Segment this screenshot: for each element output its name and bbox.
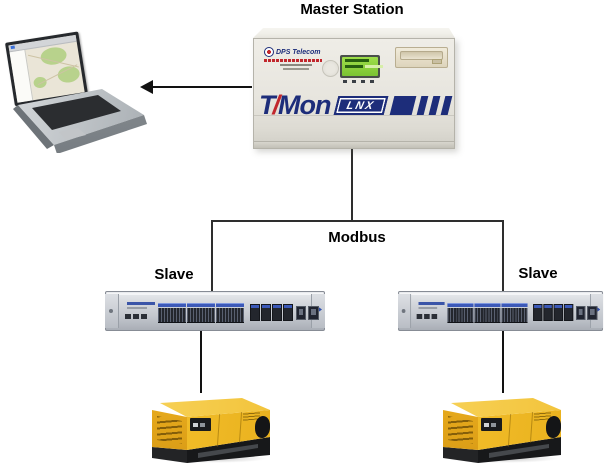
generator-control-panel [481,418,502,431]
rj45-jack [576,306,586,320]
generator-louvers [448,416,473,444]
lcd-button [352,80,356,83]
terminal-block [474,303,501,323]
rack-indicator-leds [416,314,438,319]
port-module [563,304,574,321]
dps-telecom-logo: DPS Telecom [264,47,328,70]
lcd-button [343,80,347,83]
port-module [553,304,563,321]
master-top-face [253,28,455,38]
terminal-block [501,303,528,323]
rack-logo-subtext [418,307,438,309]
master-to-laptop-arrow-shaft [150,86,252,88]
bus-to-slave-right-line [502,220,504,292]
master-to-laptop-arrowhead-icon [140,80,153,94]
generator-control-panel [190,418,211,431]
dps-brand-text: DPS Telecom [276,48,321,56]
screw-icon [109,309,113,313]
terminal-block [447,303,474,323]
master-station-device: DPS Telecom T/Mon [253,28,455,149]
tmon-logo-text: Mon [278,90,331,120]
rack-logo-strip [418,302,445,305]
bus-to-slave-left-line [211,220,213,292]
rack-indicator-leds [125,314,147,319]
generator-top-panel [451,398,561,417]
map-toolbar [8,34,77,53]
map-app-icon [10,45,15,50]
slave-right-label: Slave [518,265,558,282]
rack-logo-strip [127,302,155,305]
chassis-base [254,141,454,148]
map-side-panel [9,49,34,103]
rj45-jack [296,306,306,320]
modbus-bus-label: Modbus [328,229,386,246]
lcd-display [340,55,380,78]
generator-right [441,392,563,464]
logo-stripe [416,96,429,115]
logo-stripe [389,96,417,115]
port-module [543,304,553,321]
rack-highlight [399,293,602,295]
port-module [250,304,260,321]
lcd-screen [342,57,378,76]
dps-logo-row: DPS Telecom [264,47,328,57]
port-module [533,304,543,321]
embossed-seal [322,60,339,77]
slave-device-left [105,291,325,331]
dps-web-text-strip [283,68,309,70]
logo-stripe [440,96,453,115]
port-module [261,304,271,321]
rj45-jack [587,306,598,320]
port-module [272,304,282,321]
map-application-screen [8,34,85,103]
dps-globe-icon [264,47,274,57]
lcd-button [370,80,374,83]
lcd-text-line [345,65,363,68]
lcd-text-line [345,59,369,62]
slave-device-right [398,291,604,331]
generator-base-end [443,447,478,463]
tmon-lnx-logo: T/Mon LNX [259,90,453,121]
master-to-bus-line [351,148,353,222]
rack-highlight [107,293,323,295]
generator-louvers [157,416,182,444]
terminal-block [158,303,186,323]
slave-left-to-generator-line [200,331,202,393]
terminal-block [187,303,215,323]
dps-tagline-text-strip [264,59,322,62]
lcd-buttons [343,80,374,83]
laptop-workstation [2,27,148,153]
rack-mount-ear [105,294,119,328]
slave-left-label: Slave [154,266,194,283]
logo-stripe [428,96,441,115]
rack-mount-ear [398,294,412,328]
rack-logo-subtext [127,307,147,309]
slave-right-to-generator-line [502,331,504,393]
port-module [283,304,293,321]
master-front-face: DPS Telecom T/Mon [253,38,455,149]
master-station-label: Master Station [300,1,404,18]
dps-phone-text-strip [280,64,312,66]
modbus-bus-line [211,220,504,222]
tmon-logo-text: T [259,90,275,120]
rj45-jack [308,306,319,320]
lcd-button [361,80,365,83]
generator-top-panel [160,398,270,417]
chassis-seam [254,115,454,116]
generator-left [150,392,272,464]
lnx-badge: LNX [333,96,388,115]
cd-drive-tray [400,51,443,60]
tmon-logo-slash: / [272,90,281,120]
generator-base-end [152,447,187,463]
terminal-block [216,303,244,323]
cd-eject-button [432,59,442,64]
cd-drive [395,47,448,68]
screw-icon [401,309,406,313]
